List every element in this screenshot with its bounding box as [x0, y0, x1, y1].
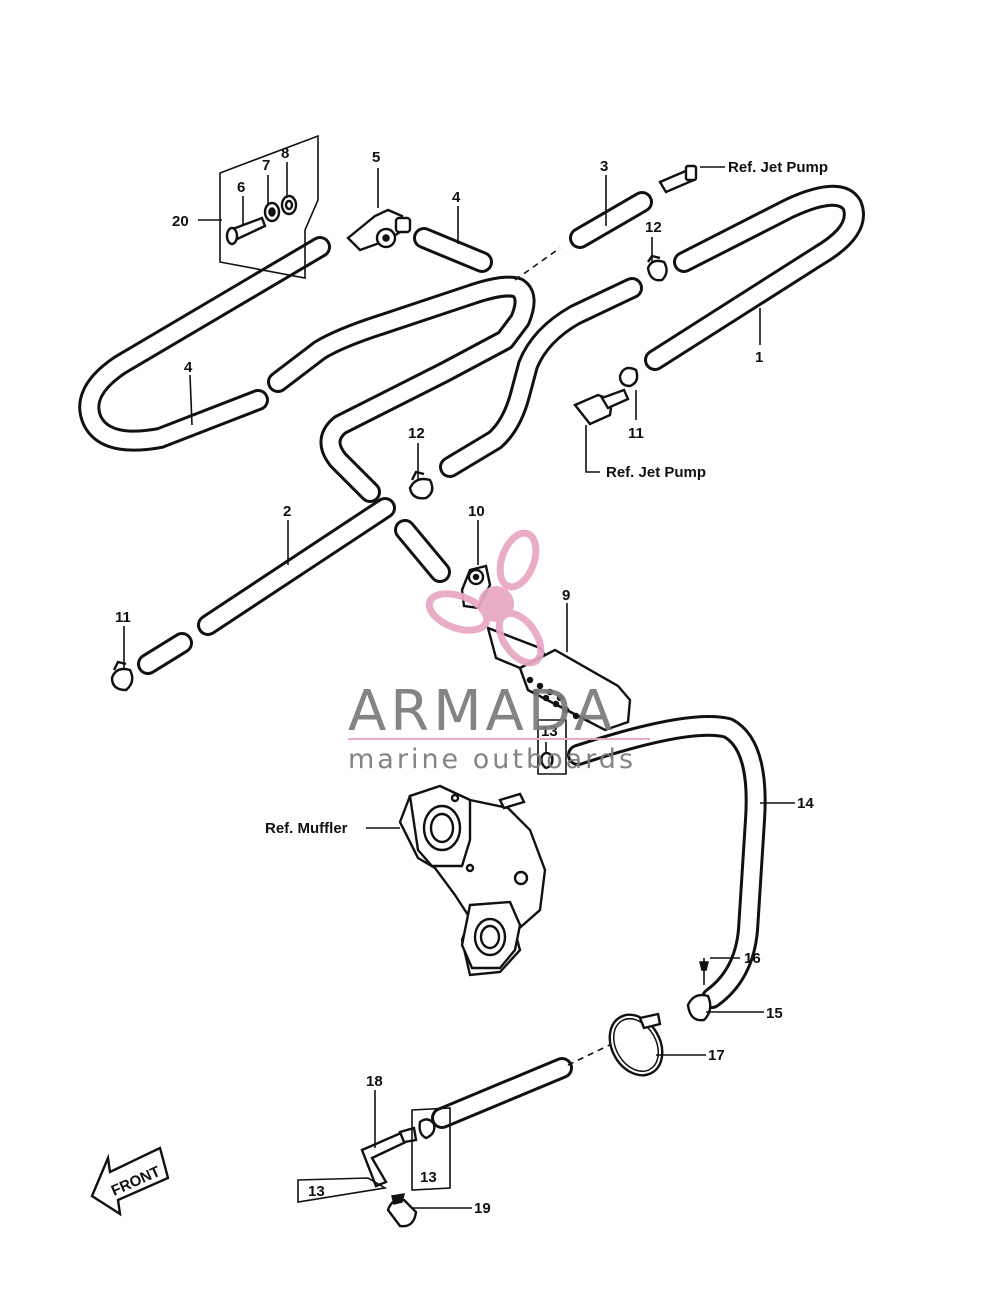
callout-18: 18	[366, 1073, 383, 1090]
leader-lines	[123, 162, 795, 1209]
dash-line	[514, 247, 561, 281]
jet-pump-fitting-top[interactable]	[658, 164, 698, 194]
propeller-logo	[425, 529, 545, 667]
hose-4-loop[interactable]	[78, 236, 331, 452]
clip-13-right[interactable]	[418, 1118, 436, 1140]
clamp-11-upper[interactable]	[618, 366, 639, 388]
callout-13-right: 13	[420, 1169, 437, 1186]
hose-middle-long[interactable]	[439, 277, 643, 478]
hose-14[interactable]	[567, 714, 767, 1009]
nozzle-19[interactable]	[386, 1193, 418, 1228]
callout-4-loop: 4	[184, 359, 193, 376]
nut-8[interactable]	[280, 194, 298, 216]
callout-box-13b	[297, 1177, 388, 1203]
muffler[interactable]	[398, 784, 547, 977]
clamp-12-upper[interactable]	[646, 254, 668, 282]
callout-12-upper: 12	[645, 219, 662, 236]
callout-11-lower: 11	[115, 609, 131, 626]
callout-5: 5	[372, 149, 380, 166]
washer-7[interactable]	[263, 201, 281, 223]
callout-2: 2	[283, 503, 291, 520]
screw-16[interactable]	[699, 958, 709, 985]
hose-4-short[interactable]	[413, 227, 493, 273]
hose-1-loop[interactable]	[644, 184, 865, 371]
watermark: ARMADA marine outboards	[348, 529, 650, 775]
callout-13-upper: 13	[541, 723, 558, 740]
callout-9: 9	[562, 587, 570, 604]
callout-12-lower: 12	[408, 425, 425, 442]
callout-19: 19	[474, 1200, 491, 1217]
watermark-tagline: marine outboards	[348, 744, 636, 775]
clamp-15[interactable]	[686, 993, 712, 1022]
hose-short-center[interactable]	[394, 519, 451, 583]
callout-14: 14	[797, 795, 814, 812]
clamp-11-lower[interactable]	[110, 660, 134, 692]
callout-15: 15	[766, 1005, 783, 1022]
callout-10: 10	[468, 503, 485, 520]
clamp-12-lower[interactable]	[408, 470, 434, 500]
hose-lower[interactable]	[431, 1057, 573, 1129]
jet-pump-fitting-mid[interactable]	[573, 388, 630, 426]
fitting-5[interactable]	[346, 208, 412, 252]
callout-1: 1	[755, 349, 763, 366]
callout-11-upper: 11	[628, 425, 644, 442]
watermark-brand: ARMADA	[348, 679, 616, 744]
callout-13-left: 13	[308, 1183, 325, 1200]
callout-16: 16	[744, 950, 761, 967]
band-clamp-17[interactable]	[599, 1005, 673, 1084]
hose-2[interactable]	[197, 497, 396, 636]
callout-box-13a	[537, 719, 567, 775]
hose-2-short[interactable]	[137, 632, 193, 675]
kit-20-bracket	[219, 134, 319, 279]
hose-3[interactable]	[569, 191, 653, 249]
callout-6: 6	[237, 179, 245, 196]
front-arrow: FRONT	[90, 1146, 170, 1217]
ref-jet-pump-top: Ref. Jet Pump	[728, 159, 828, 176]
callout-3: 3	[600, 158, 608, 175]
bolt-6[interactable]	[225, 216, 267, 246]
ref-jet-pump-mid: Ref. Jet Pump	[606, 464, 706, 481]
hose-upper-middle[interactable]	[267, 275, 536, 503]
callout-20: 20	[172, 213, 189, 230]
callout-17: 17	[708, 1047, 725, 1064]
callout-4-short: 4	[452, 189, 461, 206]
pipe-18[interactable]	[360, 1126, 418, 1188]
callout-8: 8	[281, 145, 289, 162]
callout-box-13c	[411, 1107, 451, 1191]
ref-muffler: Ref. Muffler	[265, 820, 348, 837]
clip-13-upper[interactable]	[540, 742, 554, 770]
callout-7: 7	[262, 157, 270, 174]
